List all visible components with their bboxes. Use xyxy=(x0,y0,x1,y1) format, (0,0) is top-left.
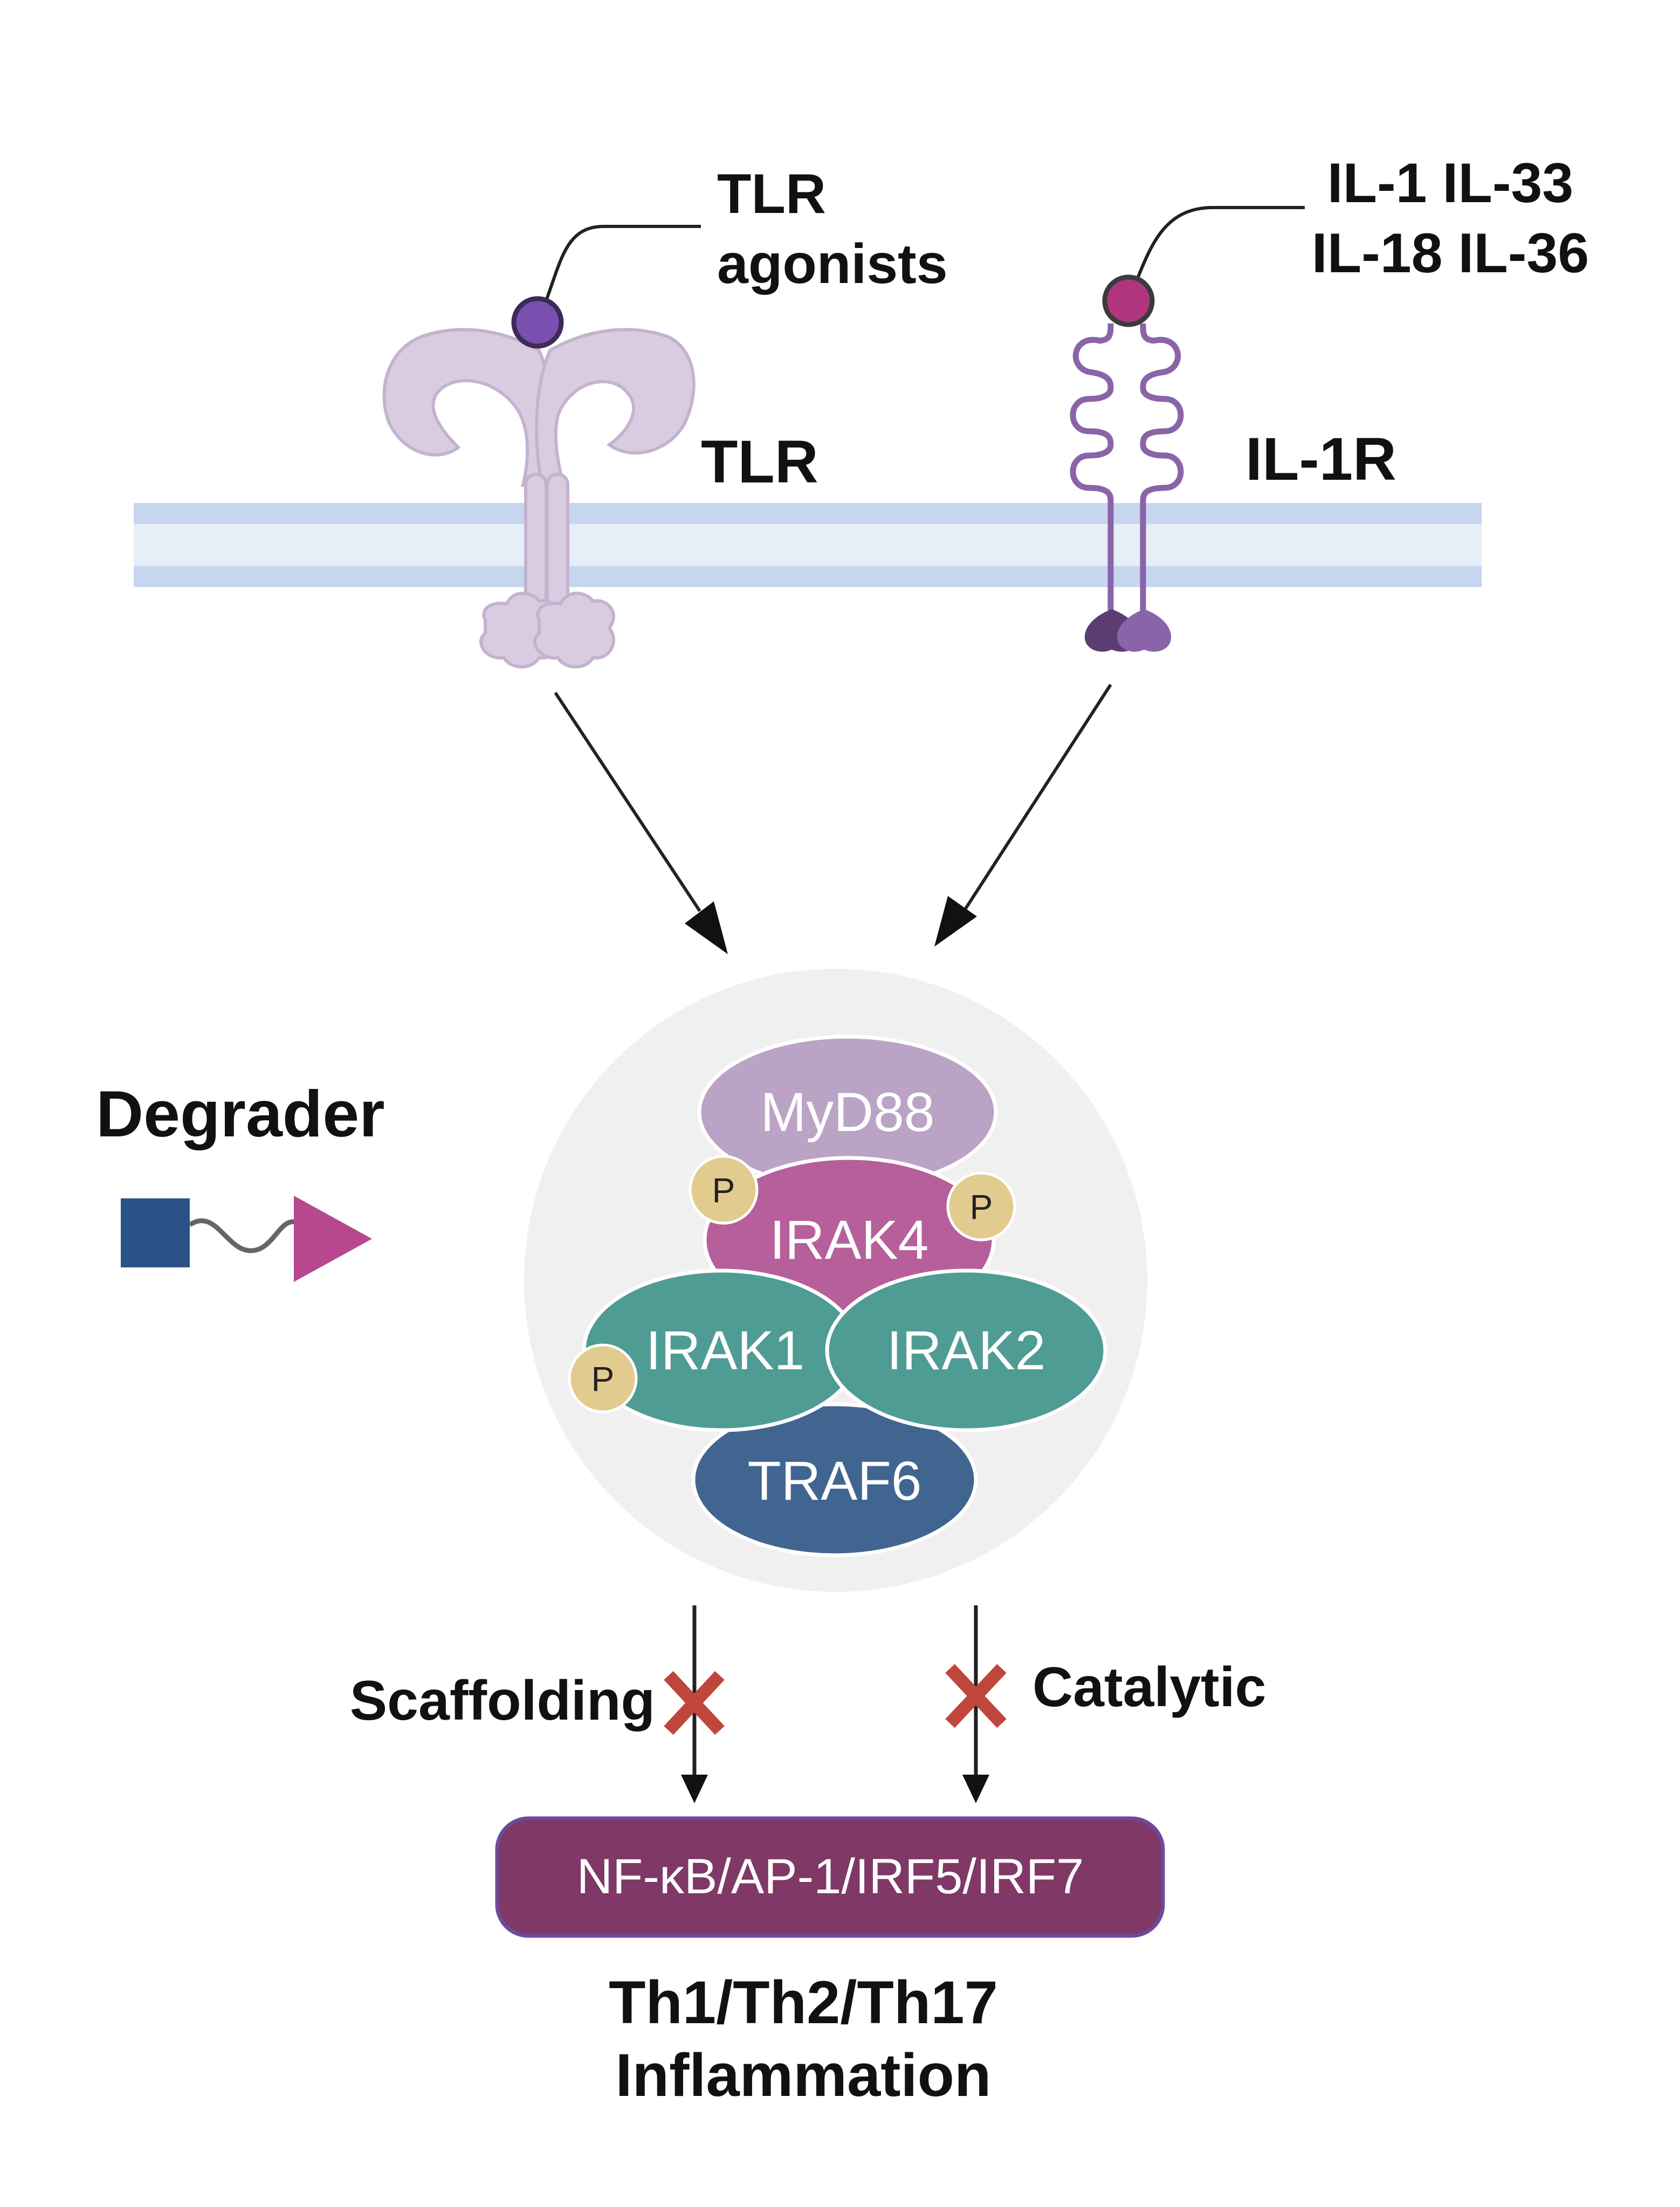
traf6-protein xyxy=(691,1402,978,1557)
tlr-right-tir xyxy=(533,591,616,668)
irak4-label: IRAK4 xyxy=(770,1209,929,1271)
myd88-label: MyD88 xyxy=(760,1081,934,1143)
il1r-receptor xyxy=(1070,323,1184,615)
degrader-molecule xyxy=(121,1196,372,1282)
catalytic-block-x xyxy=(945,1664,1007,1728)
tlr-receptor xyxy=(382,328,696,668)
catalytic-label: Catalytic xyxy=(1032,1656,1266,1719)
transcription-factor-label: NF-κB/AP-1/IRF5/IRF7 xyxy=(577,1849,1084,1904)
scaffolding-block-x xyxy=(664,1671,725,1735)
outcome-label-line1: Th1/Th2/Th17 xyxy=(609,1969,998,2036)
scaffolding-arrow-head xyxy=(681,1775,708,1803)
il-ligands-label-line2: IL-18 IL-36 xyxy=(1312,222,1589,285)
tlr-left-ectodomain xyxy=(382,328,554,487)
irak1-phospho-label: P xyxy=(591,1360,615,1398)
degrader-label: Degrader xyxy=(96,1077,385,1150)
degrader-linker xyxy=(188,1218,301,1253)
il1r-right-tir xyxy=(1117,609,1172,652)
tlr-arrow-head xyxy=(685,901,728,954)
il-ligand-callout-line xyxy=(1127,206,1305,302)
catalytic-arrow-head xyxy=(962,1775,989,1803)
il1r-receptor-label: IL-1R xyxy=(1245,425,1396,493)
tlr-agonist-icon xyxy=(511,296,564,349)
irak1-label: IRAK1 xyxy=(646,1320,805,1381)
irak4-phospho-right xyxy=(946,1171,1016,1242)
irak2-protein xyxy=(825,1268,1107,1432)
irak4-phospho-left xyxy=(688,1155,759,1225)
tlr-agonist-ligand xyxy=(511,225,701,349)
il1r-left-ectodomain xyxy=(1070,323,1114,615)
tlr-agonists-label-line2: agonists xyxy=(717,233,948,295)
tlr-right-helix xyxy=(546,473,569,611)
tlr-right-ectodomain xyxy=(535,328,696,487)
il-ligand-icon xyxy=(1102,274,1155,327)
irak1-phospho xyxy=(568,1343,638,1413)
tlr-agonist-callout-line xyxy=(536,225,701,323)
il-ligand xyxy=(1102,206,1305,327)
tlr-agonists-label-line1: TLR xyxy=(717,163,826,225)
transcription-factor-box xyxy=(495,1816,1165,1938)
tlr-receptor-label: TLR xyxy=(701,428,818,495)
degrader-e3-ligand-triangle xyxy=(294,1196,372,1282)
scaffolding-label: Scaffolding xyxy=(350,1670,655,1732)
irak2-label: IRAK2 xyxy=(887,1320,1046,1381)
irak4-phospho-left-label: P xyxy=(712,1171,735,1210)
outcome-label-line2: Inflammation xyxy=(616,2042,992,2109)
il1r-arrow-line xyxy=(962,684,1112,912)
il1r-arrow-head xyxy=(934,896,977,947)
tlr-left-helix xyxy=(524,473,548,611)
traf6-label: TRAF6 xyxy=(747,1450,921,1512)
irak4-phospho-right-label: P xyxy=(970,1188,993,1226)
receptor-to-complex-arrows xyxy=(554,684,1112,954)
cell-membrane xyxy=(134,503,1482,587)
tlr-arrow-line xyxy=(554,692,701,912)
il1r-right-ectodomain xyxy=(1140,323,1184,615)
il-ligands-label-line1: IL-1 IL-33 xyxy=(1327,152,1574,215)
il1r-tir-domains xyxy=(1084,609,1172,652)
degrader-ligand-block xyxy=(121,1198,190,1267)
downstream-arrows xyxy=(681,1605,989,1803)
